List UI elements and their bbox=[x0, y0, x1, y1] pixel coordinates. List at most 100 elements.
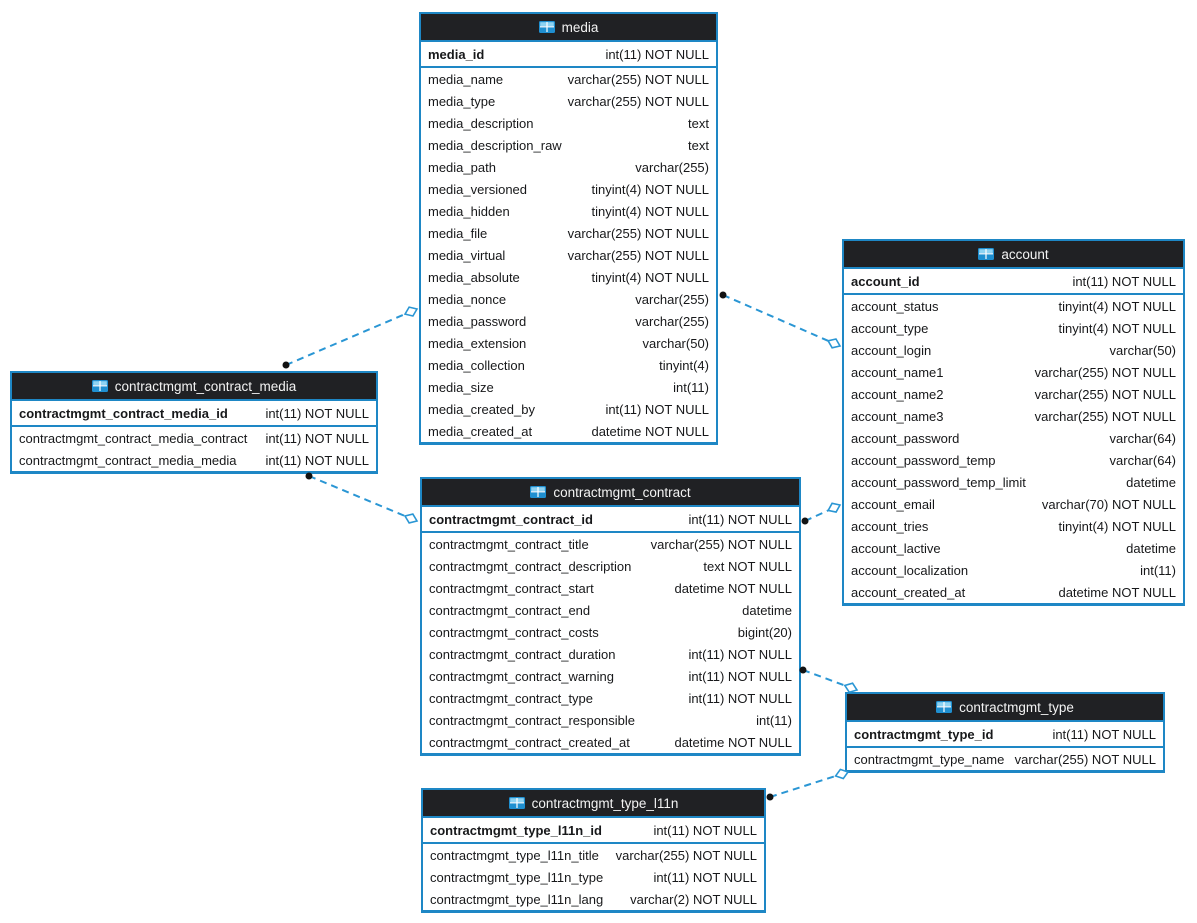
field-type: varchar(255) bbox=[635, 313, 709, 329]
field-name: account_tries bbox=[851, 518, 929, 534]
field-name: media_hidden bbox=[428, 203, 510, 219]
field-name: media_path bbox=[428, 159, 496, 175]
field-type: int(11) NOT NULL bbox=[688, 511, 792, 527]
field-type: int(11) NOT NULL bbox=[688, 668, 792, 684]
relation-diamond-end bbox=[826, 502, 842, 513]
field-name: media_created_at bbox=[428, 423, 533, 439]
table-title: contractmgmt_contract_media bbox=[114, 378, 297, 394]
field-name: contractmgmt_contract_costs bbox=[429, 624, 599, 640]
relationship-media-to-account bbox=[719, 291, 842, 349]
field-name: media_type bbox=[428, 93, 496, 109]
field-type: int(11) bbox=[1140, 562, 1176, 578]
field-type: varchar(50) bbox=[642, 335, 709, 351]
relation-dot-end bbox=[801, 517, 809, 525]
relationship-contractmgmt_contract-to-contractmgmt_type bbox=[799, 666, 859, 694]
field-name: media_absolute bbox=[428, 269, 520, 285]
field-name: account_type bbox=[851, 320, 929, 336]
table-header[interactable]: media bbox=[421, 14, 716, 42]
table-row: contractmgmt_contract_costs bigint(20) bbox=[422, 621, 799, 643]
table-row: account_type tinyint(4) NOT NULL bbox=[844, 317, 1183, 339]
relationship-contractmgmt_type_l11n-to-contractmgmt_type bbox=[766, 768, 850, 801]
table-header[interactable]: contractmgmt_type bbox=[847, 694, 1163, 722]
table-icon bbox=[530, 486, 547, 498]
field-type: datetime NOT NULL bbox=[674, 734, 792, 750]
table-title: contractmgmt_type_l11n bbox=[531, 795, 679, 811]
field-type: datetime bbox=[1126, 474, 1176, 490]
field-type: int(11) NOT NULL bbox=[265, 452, 369, 468]
field-name: contractmgmt_contract_end bbox=[429, 602, 591, 618]
field-name: account_password_temp_limit bbox=[851, 474, 1026, 490]
field-type: bigint(20) bbox=[737, 624, 792, 640]
table-contractmgmt_contract_media[interactable]: contractmgmt_contract_media contractmgmt_… bbox=[10, 371, 378, 474]
field-type: varchar(50) bbox=[1109, 342, 1176, 358]
field-name: contractmgmt_contract_title bbox=[429, 536, 589, 552]
relation-dot-end bbox=[282, 361, 290, 369]
field-name: contractmgmt_contract_media_contract bbox=[19, 430, 248, 446]
field-type: datetime NOT NULL bbox=[591, 423, 709, 439]
table-header[interactable]: contractmgmt_type_l11n bbox=[423, 790, 764, 818]
field-name: contractmgmt_contract_created_at bbox=[429, 734, 630, 750]
table-header[interactable]: contractmgmt_contract_media bbox=[12, 373, 376, 401]
field-name: contractmgmt_contract_type bbox=[429, 690, 594, 706]
relationship-contractmgmt_contract-to-account bbox=[801, 502, 842, 525]
field-name: contractmgmt_contract_duration bbox=[429, 646, 616, 662]
table-row: account_password varchar(64) bbox=[844, 427, 1183, 449]
field-type: int(11) NOT NULL bbox=[605, 46, 709, 62]
table-contractmgmt_type_l11n[interactable]: contractmgmt_type_l11n contractmgmt_type_… bbox=[421, 788, 766, 913]
field-name: account_password bbox=[851, 430, 960, 446]
table-row: media_created_at datetime NOT NULL bbox=[421, 420, 716, 442]
field-type: varchar(64) bbox=[1109, 430, 1176, 446]
table-title: contractmgmt_type bbox=[959, 699, 1074, 715]
table-header[interactable]: contractmgmt_contract bbox=[422, 479, 799, 507]
table-row: contractmgmt_contract_created_at datetime… bbox=[422, 731, 799, 753]
field-name: contractmgmt_type_id bbox=[854, 726, 994, 742]
table-contractmgmt_contract[interactable]: contractmgmt_contract contractmgmt_contra… bbox=[420, 477, 801, 756]
field-type: datetime bbox=[1126, 540, 1176, 556]
field-name: account_name3 bbox=[851, 408, 944, 424]
table-icon bbox=[91, 380, 108, 392]
field-type: tinyint(4) NOT NULL bbox=[1058, 298, 1176, 314]
field-type: text NOT NULL bbox=[703, 558, 792, 574]
relationship-contractmgmt_contract_media-to-media bbox=[282, 306, 419, 369]
field-name: contractmgmt_contract_id bbox=[429, 511, 593, 527]
field-type: int(11) NOT NULL bbox=[653, 869, 757, 885]
field-type: varchar(255) NOT NULL bbox=[567, 93, 709, 109]
field-type: varchar(255) NOT NULL bbox=[567, 71, 709, 87]
field-name: contractmgmt_contract_responsible bbox=[429, 712, 635, 728]
table-row: media_type varchar(255) NOT NULL bbox=[421, 90, 716, 112]
field-type: tinyint(4) NOT NULL bbox=[1058, 320, 1176, 336]
table-header[interactable]: account bbox=[844, 241, 1183, 269]
field-type: varchar(255) NOT NULL bbox=[1034, 364, 1176, 380]
field-type: int(11) NOT NULL bbox=[653, 822, 757, 838]
field-type: varchar(255) NOT NULL bbox=[650, 536, 792, 552]
field-type: varchar(70) NOT NULL bbox=[1041, 496, 1176, 512]
field-name: account_name2 bbox=[851, 386, 944, 402]
field-type: varchar(255) bbox=[635, 159, 709, 175]
field-name: account_localization bbox=[851, 562, 969, 578]
table-icon bbox=[538, 21, 555, 33]
field-type: datetime NOT NULL bbox=[674, 580, 792, 596]
field-type: int(11) NOT NULL bbox=[688, 690, 792, 706]
